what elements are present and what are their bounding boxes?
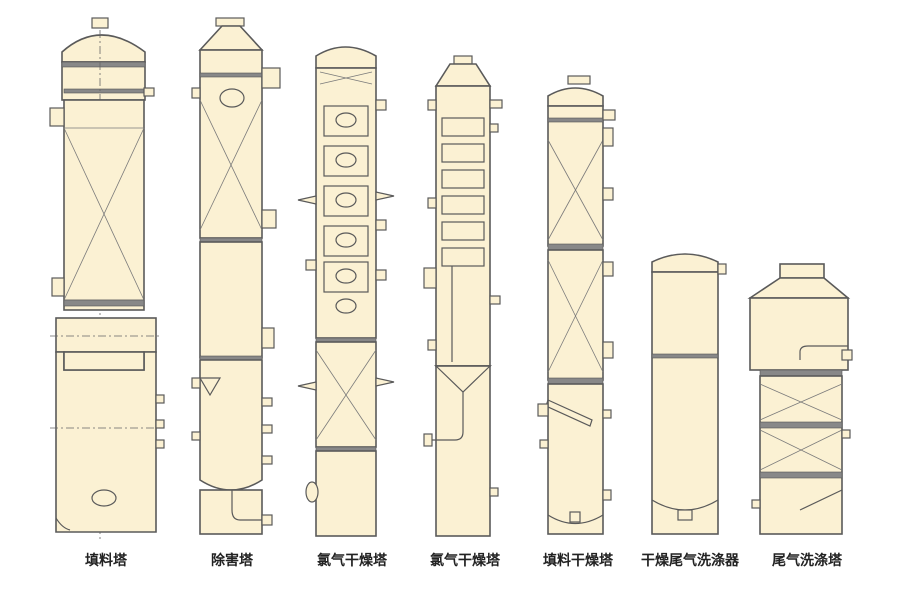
tower-label: 填料塔 [85, 553, 127, 569]
tower-label: 干燥尾气洗涤器 [641, 553, 739, 569]
packed-drying-tower [537, 75, 616, 535]
tower-label: 填料干燥塔 [543, 553, 613, 569]
scrubber-tower [191, 17, 281, 535]
tower-label: 氯气干燥塔 [430, 553, 500, 569]
chlorine-drying-tower-2 [423, 55, 503, 537]
chlorine-drying-tower-1 [297, 46, 395, 537]
dry-tail-gas-scrubber [651, 253, 727, 535]
tower-label: 除害塔 [211, 553, 253, 569]
packed-tower [49, 17, 165, 540]
tail-gas-scrubber-tower [747, 263, 853, 535]
tower-label: 尾气洗涤塔 [772, 553, 842, 569]
tower-label: 氯气干燥塔 [317, 553, 387, 569]
